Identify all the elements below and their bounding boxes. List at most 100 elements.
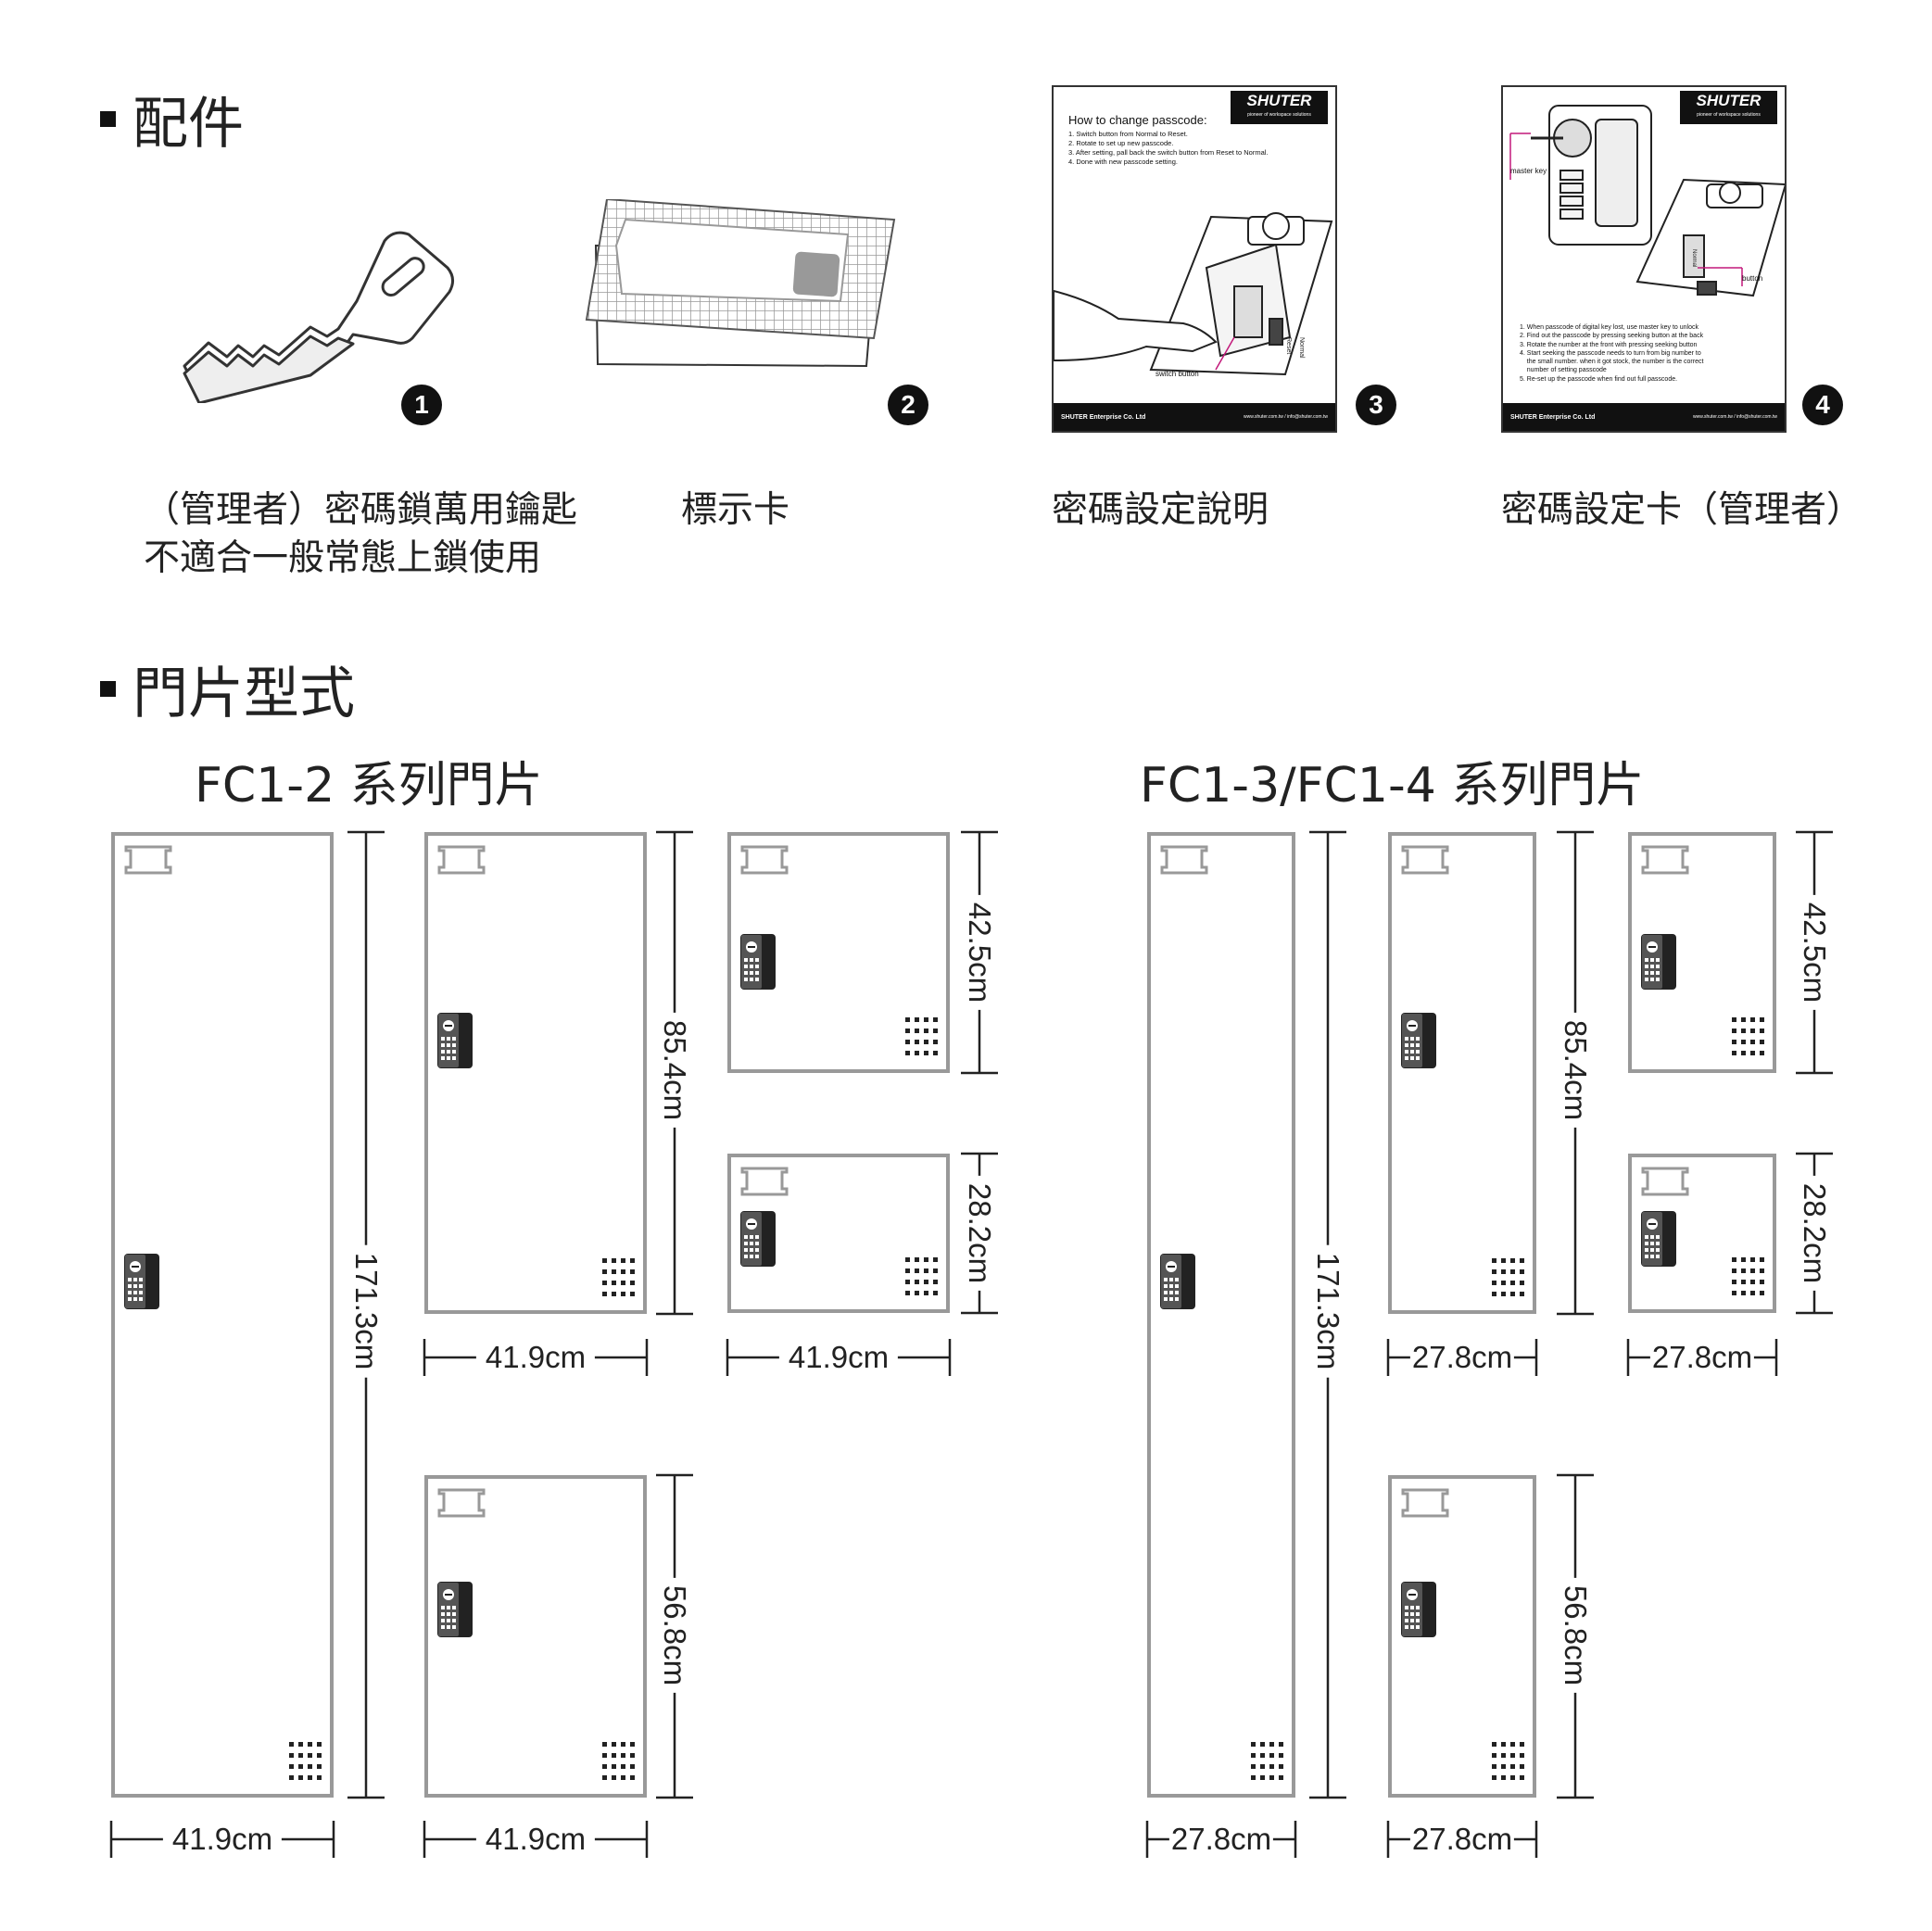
vent-dot	[612, 1764, 616, 1769]
keypad-key	[750, 971, 753, 975]
callout-switch-button: switch button	[1155, 370, 1199, 378]
callout-master-key: master key	[1510, 167, 1547, 175]
vent-dot	[1750, 1017, 1755, 1022]
vent-dot	[915, 1029, 919, 1033]
keypad-key	[1175, 1297, 1179, 1301]
keypad-key	[1405, 1043, 1408, 1047]
keypad-key	[1405, 1625, 1408, 1629]
vent-dot	[298, 1764, 303, 1769]
vent-dot	[621, 1281, 625, 1285]
card-footer: SHUTER Enterprise Co. Ltd www.shuter.com…	[1054, 403, 1335, 431]
vent-dot	[1501, 1281, 1506, 1285]
vent-dot	[1760, 1051, 1764, 1055]
keypad-key	[1416, 1037, 1420, 1041]
vent-dot	[602, 1258, 607, 1263]
keyhole-slot	[748, 946, 755, 948]
dim-height-171: 171.3cm	[348, 1244, 384, 1378]
vent-dot	[1741, 1257, 1746, 1262]
vent-dot	[1251, 1764, 1256, 1769]
vent-dot	[915, 1291, 919, 1295]
vent-dot	[612, 1753, 616, 1758]
caption-line: （管理者）密碼鎖萬用鑰匙	[144, 489, 578, 531]
keypad-key	[452, 1619, 456, 1622]
vent-dot	[905, 1040, 910, 1044]
vent-dot	[905, 1268, 910, 1273]
vent-dot	[621, 1258, 625, 1263]
keypad-key	[1650, 1248, 1654, 1252]
vent-dot	[905, 1257, 910, 1262]
vent-dot	[1741, 1017, 1746, 1022]
keypad-key	[1656, 1235, 1660, 1239]
vent-dot	[1760, 1280, 1764, 1284]
vent-dot	[1260, 1753, 1265, 1758]
bullet-square-icon	[100, 681, 116, 697]
vent-dot	[602, 1753, 607, 1758]
vent-dot	[1732, 1268, 1736, 1273]
vent-dot	[1501, 1764, 1506, 1769]
vent-dot	[1269, 1742, 1274, 1747]
keypad-key	[744, 978, 748, 981]
keypad-key	[1410, 1612, 1414, 1616]
keypad-key	[1416, 1050, 1420, 1054]
keypad-key	[744, 1242, 748, 1245]
vent-dot	[1760, 1029, 1764, 1033]
keyhole-slot	[445, 1594, 452, 1596]
passcode-admin-card: SHUTER pioneer of workspace solutions No…	[1501, 85, 1787, 433]
vent-dot	[298, 1742, 303, 1747]
vent-dot	[630, 1269, 635, 1274]
dim-width-41: 41.9cm	[778, 1340, 899, 1375]
vent-dot	[1269, 1775, 1274, 1780]
keypad-key	[139, 1284, 143, 1288]
vent-dot	[933, 1280, 938, 1284]
vent-dot	[1260, 1775, 1265, 1780]
vent-dot	[612, 1258, 616, 1263]
keypad-key	[750, 978, 753, 981]
vent-dot	[1492, 1269, 1496, 1274]
keypad-key	[1405, 1037, 1408, 1041]
keypad-key	[1410, 1043, 1414, 1047]
keypad-key	[1169, 1297, 1173, 1301]
vent-dot	[1269, 1753, 1274, 1758]
vent-dot	[1750, 1051, 1755, 1055]
vent-dot	[1510, 1281, 1515, 1285]
vent-dot	[915, 1268, 919, 1273]
vent-dot	[905, 1051, 910, 1055]
vent-dot	[1760, 1040, 1764, 1044]
master-key-image	[171, 227, 468, 405]
label-card-image	[579, 197, 899, 375]
keypad-key	[1405, 1606, 1408, 1609]
keypad-key	[128, 1297, 132, 1301]
dim-height-171: 171.3cm	[1310, 1244, 1345, 1378]
vent-dot	[1251, 1753, 1256, 1758]
lock-illustration: Reset Normal	[1054, 212, 1333, 376]
caption-line: 密碼設定說明	[1052, 489, 1269, 531]
vent-dot	[924, 1257, 928, 1262]
vent-dot	[630, 1258, 635, 1263]
vent-dot	[905, 1029, 910, 1033]
vent-dot	[1510, 1258, 1515, 1263]
keypad-key	[1656, 1248, 1660, 1252]
vent-dot	[630, 1281, 635, 1285]
keypad-key	[1645, 1255, 1648, 1258]
vent-dot	[1260, 1742, 1265, 1747]
vent-dot	[933, 1051, 938, 1055]
keypad-key	[750, 965, 753, 968]
accessories-title: 配件	[133, 92, 244, 157]
keypad-key	[1175, 1284, 1179, 1288]
vent-dot	[1492, 1281, 1496, 1285]
keypad-key	[441, 1043, 445, 1047]
vent-dot	[1510, 1269, 1515, 1274]
keypad-key	[755, 1235, 759, 1239]
vent-dot	[924, 1268, 928, 1273]
label-holder-icon	[124, 845, 172, 875]
keypad-key	[1169, 1291, 1173, 1294]
dim-width-41: 41.9cm	[475, 1822, 596, 1857]
label-holder-icon	[1641, 845, 1689, 875]
keypad-key	[1164, 1278, 1168, 1281]
vent-dot	[905, 1291, 910, 1295]
door-fc1-3-half	[1388, 832, 1536, 1314]
keypad-key	[1164, 1284, 1168, 1288]
keypad-key	[1645, 1235, 1648, 1239]
keypad-key	[1645, 1242, 1648, 1245]
keypad-key	[1650, 971, 1654, 975]
